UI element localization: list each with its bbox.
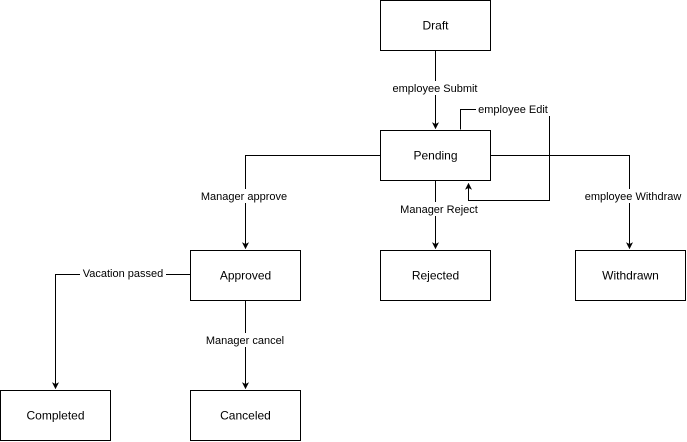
edge-approve: Manager approve <box>198 155 381 250</box>
edge-cancel: Manager cancel <box>202 300 288 390</box>
node-draft[interactable]: Draft <box>380 0 491 51</box>
edge-withdraw: employee Withdraw <box>490 155 683 250</box>
edge-label-submit: employee Submit <box>393 83 478 95</box>
edge-vacation-passed: Vacation passed <box>52 266 191 390</box>
edge-label-cancel: Manager cancel <box>206 335 284 347</box>
node-completed[interactable]: Completed <box>0 390 111 441</box>
node-label-rejected: Rejected <box>412 269 459 283</box>
edge-reject: Manager Reject <box>396 180 482 250</box>
node-label-draft: Draft <box>422 19 449 33</box>
node-pending[interactable]: Pending <box>380 130 491 181</box>
edge-label-vacation-passed: Vacation passed <box>83 268 164 280</box>
edge-submit: employee Submit <box>389 50 483 130</box>
node-canceled[interactable]: Canceled <box>190 390 301 441</box>
node-withdrawn[interactable]: Withdrawn <box>575 250 686 301</box>
node-label-pending: Pending <box>413 149 457 163</box>
node-approved[interactable]: Approved <box>190 250 301 301</box>
edge-label-reject: Manager Reject <box>400 204 478 216</box>
edge-label-edit: employee Edit <box>478 104 548 116</box>
edge-label-approve: Manager approve <box>201 191 287 203</box>
node-label-approved: Approved <box>220 269 271 283</box>
node-label-canceled: Canceled <box>220 409 271 423</box>
edge-label-withdraw: employee Withdraw <box>585 191 682 203</box>
node-label-withdrawn: Withdrawn <box>602 269 659 283</box>
node-label-completed: Completed <box>26 409 84 423</box>
node-rejected[interactable]: Rejected <box>380 250 491 301</box>
